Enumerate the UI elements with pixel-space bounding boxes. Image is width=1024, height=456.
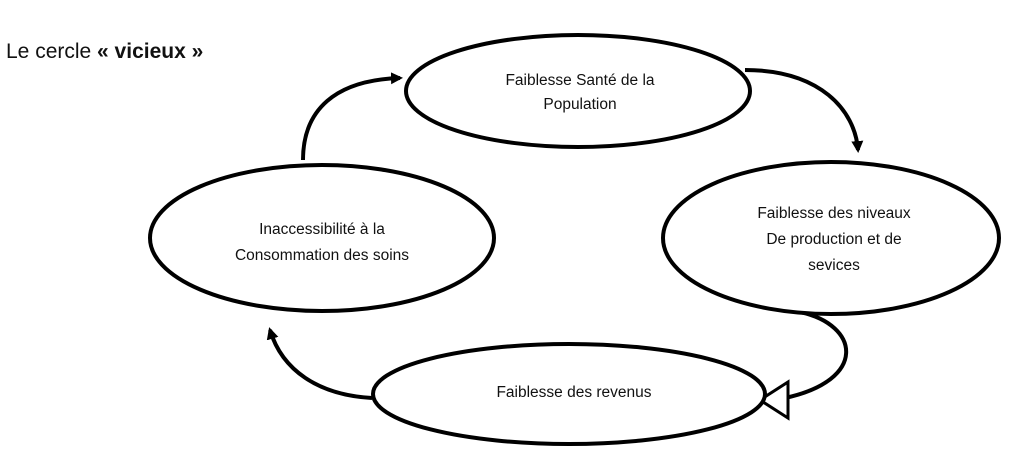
node-sante-line-1: Faiblesse Santé de la bbox=[505, 72, 654, 89]
open-arrowhead bbox=[757, 379, 790, 421]
node-sante: Faiblesse Santé de la Population bbox=[404, 33, 752, 149]
title-prefix: Le cercle bbox=[6, 40, 98, 63]
node-soins-line-1: Inaccessibilité à la bbox=[259, 221, 385, 238]
node-soins-line-2: Consommation des soins bbox=[235, 247, 409, 264]
arrow-sante-to-production bbox=[744, 68, 864, 153]
title-emphasis: « vicieux » bbox=[97, 40, 204, 63]
node-production-line-3: sevices bbox=[808, 257, 860, 274]
arrow-revenus-to-soins bbox=[266, 327, 373, 400]
diagram-title: Le cercle « vicieux » bbox=[6, 40, 203, 64]
node-production-line-1: Faiblesse des niveaux bbox=[757, 205, 911, 222]
node-production-line-2: De production et de bbox=[766, 231, 901, 248]
node-revenus: Faiblesse des revenus bbox=[371, 342, 767, 446]
node-production: Faiblesse des niveaux De production et d… bbox=[661, 160, 1001, 316]
arrow-production-to-revenus bbox=[784, 310, 849, 400]
node-revenus-line-1: Faiblesse des revenus bbox=[496, 384, 651, 401]
arrow-soins-to-sante bbox=[301, 72, 403, 161]
node-sante-line-2: Population bbox=[543, 96, 616, 113]
node-soins: Inaccessibilité à la Consommation des so… bbox=[148, 163, 496, 313]
